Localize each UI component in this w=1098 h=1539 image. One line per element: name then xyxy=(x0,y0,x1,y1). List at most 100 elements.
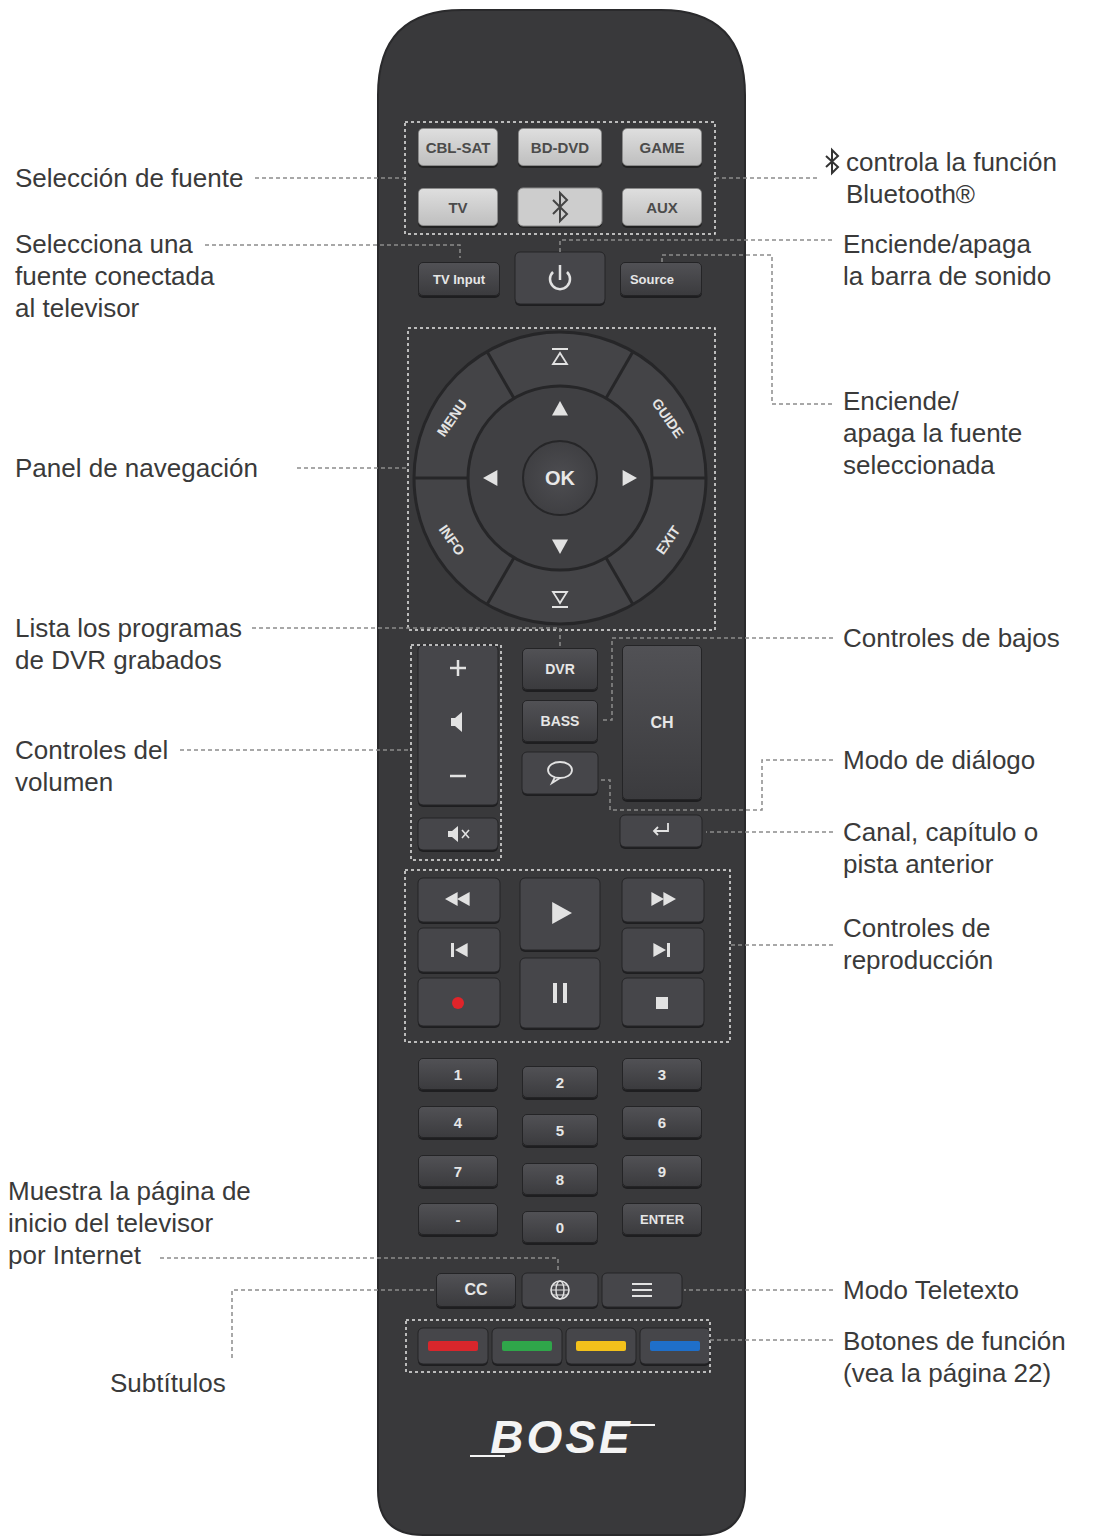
stop-icon xyxy=(656,997,668,1009)
rewind-icon xyxy=(445,892,458,906)
mute-icon xyxy=(462,830,469,838)
callout-label: Subtítulos xyxy=(110,1367,226,1399)
pause-icon xyxy=(563,983,567,1003)
leader-line xyxy=(684,1289,833,1291)
button-label: DVR xyxy=(545,661,575,677)
button-shadow xyxy=(418,980,500,1028)
function-color-bar xyxy=(650,1341,700,1351)
ring-button-label: GUIDE xyxy=(643,388,692,447)
playback-button xyxy=(418,978,500,1026)
group-outline xyxy=(408,328,715,630)
page-down-icon xyxy=(552,606,568,608)
previous-button xyxy=(620,815,702,847)
callout-label: Controles del volumen xyxy=(15,734,195,798)
number-key: 8 xyxy=(522,1163,598,1195)
callout-label: Selección de fuente xyxy=(15,162,243,194)
leader-line xyxy=(180,749,411,751)
source-button: CBL-SAT xyxy=(418,128,498,166)
minus-icon xyxy=(450,775,466,778)
source-button: AUX xyxy=(622,188,702,226)
button-label: 1 xyxy=(454,1066,462,1083)
function-button xyxy=(418,1328,488,1364)
playback-button xyxy=(622,878,704,922)
brand-logo: BOSE xyxy=(378,1410,745,1464)
callout-label: Modo Teletexto xyxy=(843,1274,1019,1306)
teletext-icon xyxy=(632,1284,652,1296)
page-down-icon xyxy=(553,592,567,603)
power-button xyxy=(515,252,605,304)
globe-icon xyxy=(551,1285,569,1295)
mute-icon xyxy=(448,826,458,842)
leader-line xyxy=(730,944,833,946)
playback-button xyxy=(418,928,500,972)
leader-line xyxy=(232,1290,436,1358)
callout-label: Canal, capítulo o pista anterior xyxy=(843,816,1058,880)
power-icon xyxy=(550,272,570,289)
button-shadow xyxy=(622,930,704,974)
dialog-icon xyxy=(552,777,560,783)
leader-line xyxy=(710,1339,833,1341)
button-label: TV Input xyxy=(433,272,485,287)
button-label: OK xyxy=(545,467,575,490)
ring-divider xyxy=(487,352,514,399)
button-label: BASS xyxy=(541,713,580,729)
function-button xyxy=(640,1328,710,1364)
ring-button-label: INFO xyxy=(427,510,476,569)
number-key: 0 xyxy=(522,1211,598,1243)
button-shadow xyxy=(418,647,498,807)
play-icon xyxy=(552,902,572,924)
rewind-icon xyxy=(457,892,470,906)
function-color-bar xyxy=(502,1341,552,1351)
callout-label: Lista los programas de DVR grabados xyxy=(15,612,255,676)
button-label: 3 xyxy=(658,1066,666,1083)
ring-divider xyxy=(414,477,468,480)
leader-line xyxy=(715,177,820,179)
leader-line xyxy=(255,177,405,179)
button-shadow xyxy=(418,930,500,974)
callout-label: controla la función Bluetooth® xyxy=(846,146,1076,210)
mute-button xyxy=(418,818,498,850)
next-track-icon xyxy=(667,943,670,957)
number-key: 1 xyxy=(418,1058,498,1090)
ring-button-label: EXIT xyxy=(643,510,692,569)
callout-label: Enciende/ apaga la fuente seleccionada xyxy=(843,385,1028,481)
ring-divider xyxy=(487,558,514,605)
direction-pad xyxy=(468,386,652,570)
fast-forward-icon xyxy=(663,892,676,906)
button-label: 8 xyxy=(556,1171,564,1188)
button-label: 4 xyxy=(454,1114,462,1131)
leader-line xyxy=(205,245,460,258)
number-key: 5 xyxy=(522,1114,598,1146)
dialog-button xyxy=(522,752,598,794)
button-label: 0 xyxy=(556,1219,564,1236)
button-label: BD-DVD xyxy=(531,139,589,156)
bluetooth-button xyxy=(518,188,602,226)
button-shadow xyxy=(620,817,702,849)
button-shadow xyxy=(492,1330,562,1366)
number-key: 6 xyxy=(622,1106,702,1138)
page-up-icon xyxy=(553,353,567,364)
button-label: CH xyxy=(650,714,673,732)
source-button: GAME xyxy=(622,128,702,166)
group-outline xyxy=(405,870,730,1042)
button-shadow xyxy=(522,1275,598,1309)
group-outline xyxy=(405,122,715,234)
arrow-up xyxy=(552,401,568,415)
button-label: ENTER xyxy=(640,1212,684,1227)
ring-divider xyxy=(606,558,633,605)
globe-icon xyxy=(551,1281,569,1299)
leader-line xyxy=(560,240,833,252)
function-color-bar xyxy=(428,1341,478,1351)
button-label: Source xyxy=(630,272,674,287)
ring-divider xyxy=(606,352,633,399)
leader-line xyxy=(297,467,408,469)
button-shadow xyxy=(640,1330,710,1366)
button-shadow xyxy=(520,960,600,1030)
number-key: 2 xyxy=(522,1066,598,1098)
plus-icon xyxy=(457,660,460,676)
button-label: AUX xyxy=(646,199,678,216)
function-button xyxy=(492,1328,562,1364)
previous-track-icon xyxy=(451,943,454,957)
button-shadow xyxy=(622,880,704,924)
